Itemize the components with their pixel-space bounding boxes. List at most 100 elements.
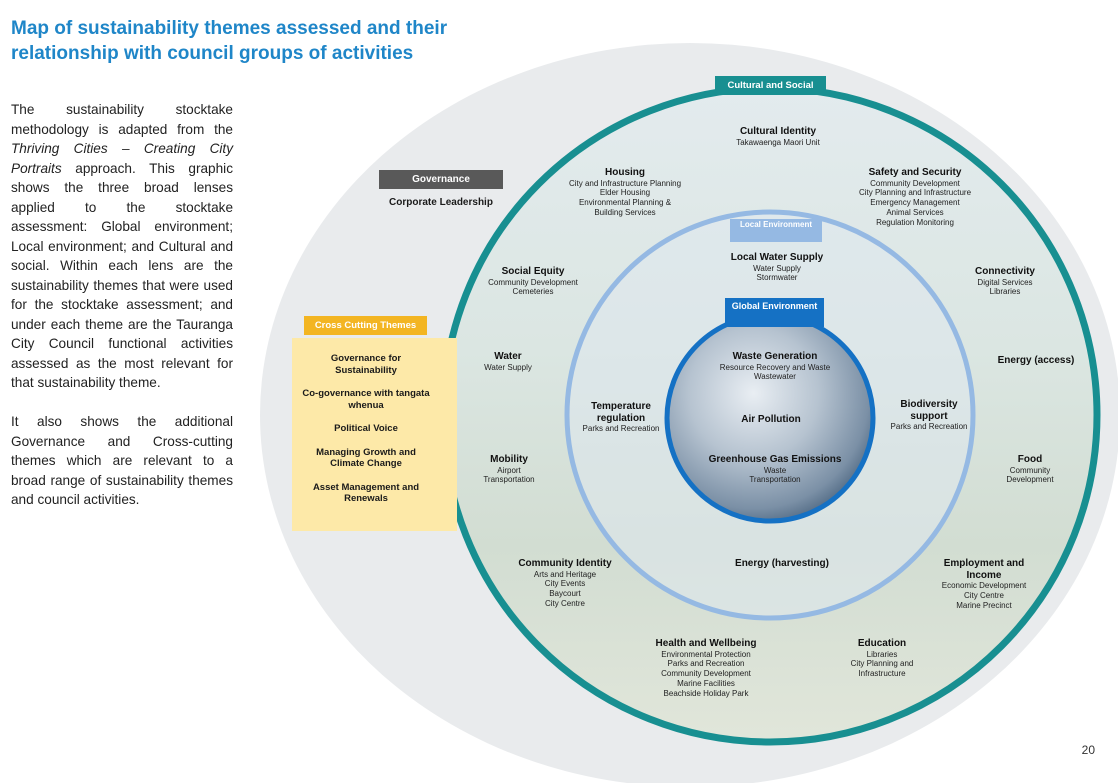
intro-p1-end: approach. This graphic shows the three b… xyxy=(11,160,233,391)
theme-title: Connectivity xyxy=(974,266,1035,277)
theme-food: Food Community Development xyxy=(994,454,1066,485)
theme-activity: City Planning and Infrastructure xyxy=(858,188,972,198)
theme-activity: Cemeteries xyxy=(512,287,554,297)
theme-activity: City Planning and xyxy=(850,659,914,669)
theme-activity: Transportation xyxy=(483,475,535,485)
theme-greenhouse-gas-emissions: Greenhouse Gas Emissions Waste Transport… xyxy=(700,454,850,485)
theme-energy-access: Energy (access) xyxy=(986,355,1086,367)
theme-title: Social Equity xyxy=(501,266,565,277)
theme-title: Community Identity xyxy=(518,558,612,569)
page-number: 20 xyxy=(1081,743,1095,757)
theme-title: Energy (harvesting) xyxy=(735,558,829,569)
theme-title: Temperature regulation xyxy=(591,401,651,424)
theme-activity: Marine Precinct xyxy=(956,600,1012,610)
theme-activity: Emergency Management xyxy=(870,198,960,208)
theme-title: Housing xyxy=(605,167,645,178)
cross-cutting-label: Cross Cutting Themes xyxy=(304,316,427,335)
intro-p1-start: The sustainability stocktake methodology… xyxy=(11,102,233,137)
local-environment-tag: Local Environment xyxy=(730,219,822,242)
theme-activity: Animal Services xyxy=(886,207,944,217)
cross-cutting-item: Managing Growth and Climate Change xyxy=(316,446,416,470)
theme-title: Education xyxy=(857,638,907,649)
theme-activity: Libraries xyxy=(989,287,1021,297)
theme-title: Local Water Supply xyxy=(730,252,824,263)
theme-activity: Waste xyxy=(763,465,787,475)
intro-paragraph-2: It also shows the additional Governance … xyxy=(11,414,233,507)
cross-cutting-item: Governance for Sustainability xyxy=(330,353,402,376)
theme-activity: Community Development xyxy=(488,277,578,287)
theme-activity: City Events xyxy=(544,579,586,589)
theme-title: Energy (access) xyxy=(997,355,1075,366)
theme-activity: Infrastructure xyxy=(858,669,906,679)
theme-local-water-supply: Local Water Supply Water Supply Stormwat… xyxy=(718,252,836,283)
theme-water: Water Water Supply xyxy=(470,351,546,372)
theme-air-pollution: Air Pollution xyxy=(718,414,824,426)
theme-activity: Stormwater xyxy=(756,273,798,283)
theme-title: Greenhouse Gas Emissions xyxy=(708,454,842,465)
theme-activity: Wastewater xyxy=(754,372,796,382)
theme-title: Air Pollution xyxy=(741,414,801,425)
theme-title: Health and Wellbeing xyxy=(655,638,757,649)
global-environment-tag: Global Environment xyxy=(725,298,824,327)
theme-activity: Takawaenga Maori Unit xyxy=(736,137,820,147)
title-line-1: Map of sustainability themes assessed an… xyxy=(11,18,448,39)
theme-housing: Housing City and Infrastructure Planning… xyxy=(558,167,692,218)
theme-employment-income: Employment and Income Economic Developme… xyxy=(934,558,1034,610)
cross-cutting-item: Co-governance with tangata whenua xyxy=(302,388,430,411)
theme-activity: Regulation Monitoring xyxy=(876,217,954,227)
theme-activity: Elder Housing xyxy=(599,188,651,198)
theme-activity: Community Development xyxy=(870,178,960,188)
theme-education: Education Libraries City Planning and In… xyxy=(836,638,928,679)
theme-activity: Building Services xyxy=(594,207,656,217)
intro-text: The sustainability stocktake methodology… xyxy=(11,100,233,529)
theme-activity: City Centre xyxy=(544,598,585,608)
theme-activity: Airport xyxy=(497,465,521,475)
theme-activity: Economic Development xyxy=(941,581,1027,590)
cross-cutting-list: Governance for Sustainability Co-governa… xyxy=(300,353,432,517)
theme-community-identity: Community Identity Arts and Heritage Cit… xyxy=(505,558,625,609)
theme-activity: Community Development xyxy=(661,669,751,679)
theme-activity: Environmental Protection xyxy=(661,649,751,659)
theme-activity: Environmental Planning & xyxy=(578,198,672,208)
theme-activity: Resource Recovery and Waste xyxy=(719,362,831,372)
cross-cutting-item: Asset Management and Renewals xyxy=(312,481,420,505)
theme-title: Biodiversity support xyxy=(900,399,958,422)
theme-activity: Water Supply xyxy=(484,362,532,372)
theme-activity: Baycourt xyxy=(549,589,581,599)
theme-title: Waste Generation xyxy=(732,351,818,362)
intro-p1-source: Thriving Cities – Creating City Portrait… xyxy=(11,141,233,176)
theme-activity: Marine Facilities xyxy=(677,678,735,688)
theme-waste-generation: Waste Generation Resource Recovery and W… xyxy=(710,351,840,382)
theme-activity: Arts and Heritage xyxy=(533,569,597,579)
theme-activity: Digital Services xyxy=(977,277,1033,287)
governance-label: Governance xyxy=(379,170,503,189)
cultural-social-tag: Cultural and Social xyxy=(715,76,826,95)
theme-title: Cultural Identity xyxy=(739,126,817,137)
theme-activity: Libraries xyxy=(866,649,898,659)
page-title: Map of sustainability themes assessed an… xyxy=(11,16,481,66)
governance-item: Corporate Leadership xyxy=(389,197,493,208)
theme-activity: Beachside Holiday Park xyxy=(663,688,749,698)
theme-safety-security: Safety and Security Community Developmen… xyxy=(850,167,980,227)
theme-connectivity: Connectivity Digital Services Libraries xyxy=(962,266,1048,297)
intro-paragraph-1: The sustainability stocktake methodology… xyxy=(11,100,233,393)
theme-activity: Parks and Recreation xyxy=(890,422,968,431)
theme-mobility: Mobility Airport Transportation xyxy=(468,454,550,485)
theme-social-equity: Social Equity Community Development Ceme… xyxy=(478,266,588,297)
theme-biodiversity-support: Biodiversity support Parks and Recreatio… xyxy=(886,399,972,432)
theme-title: Employment and Income xyxy=(943,558,1025,581)
theme-activity: Community xyxy=(1009,465,1051,475)
theme-cultural-identity: Cultural Identity Takawaenga Maori Unit xyxy=(708,126,848,147)
theme-health-wellbeing: Health and Wellbeing Environmental Prote… xyxy=(640,638,772,698)
theme-activity: Water Supply xyxy=(753,263,801,273)
cross-cutting-panel xyxy=(292,338,457,531)
theme-title: Safety and Security xyxy=(868,167,962,178)
theme-title: Mobility xyxy=(490,454,528,465)
theme-temperature-regulation: Temperature regulation Parks and Recreat… xyxy=(578,401,664,434)
theme-activity: Parks and Recreation xyxy=(667,659,745,669)
title-line-2: relationship with council groups of acti… xyxy=(11,43,414,64)
theme-activity: Parks and Recreation xyxy=(582,424,660,433)
theme-activity: City Centre xyxy=(963,590,1004,600)
theme-activity: City and Infrastructure Planning xyxy=(568,178,682,188)
